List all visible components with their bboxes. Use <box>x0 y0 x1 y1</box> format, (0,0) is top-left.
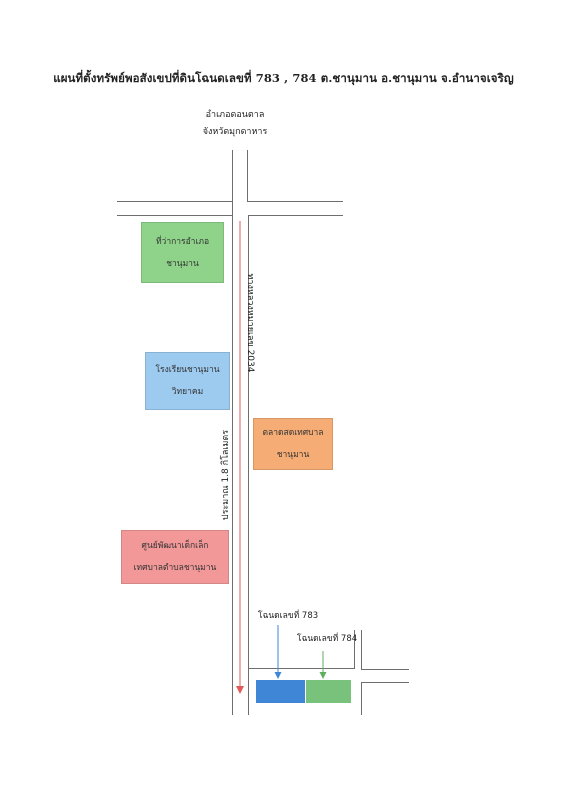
road-edge-side-bottom <box>361 682 409 683</box>
route-arrowhead <box>236 686 244 694</box>
land-plot-784 <box>306 680 351 703</box>
road-edge-cross-right-bottom <box>248 215 343 216</box>
road-edge-side-lower <box>361 682 362 715</box>
plot-784-label: โฉนดเลขที่ 784 <box>297 634 358 644</box>
road-edge-plot-left <box>248 668 249 715</box>
plot-784-arrowhead <box>319 672 327 679</box>
landmark-childcare-center: ศูนย์พัฒนาเด็กเล็ก เทศบาลตำบลชานุมาน <box>121 530 229 584</box>
plot-783-label: โฉนดเลขที่ 783 <box>258 611 319 621</box>
landmark-district-office-line2: ชานุมาน <box>166 258 199 269</box>
road-edge-side-left <box>354 630 355 669</box>
destination-label-district: อำเภอดอนตาล <box>205 110 265 120</box>
landmark-district-office-line1: ที่ว่าการอำเภอ <box>155 236 210 247</box>
landmark-district-office: ที่ว่าการอำเภอ ชานุมาน <box>141 222 224 283</box>
landmark-childcare-center-line2: เทศบาลตำบลชานุมาน <box>133 563 217 573</box>
plot-783-arrowhead <box>274 672 282 679</box>
road-edge-main-right-lower <box>248 215 249 668</box>
landmark-childcare-center-line1: ศูนย์พัฒนาเด็กเล็ก <box>141 541 209 551</box>
landmark-school-line1: โรงเรียนชานุมาน <box>155 365 220 375</box>
road-edge-cross-left-bottom <box>117 215 232 216</box>
road-edge-side-right <box>361 630 362 670</box>
land-plot-783 <box>256 680 305 703</box>
landmark-market-line2: ชานุมาน <box>276 450 310 460</box>
landmark-school-line2: วิทยาคม <box>171 387 204 397</box>
page-title: แผนที่ตั้งทรัพย์พอสังเขปที่ดินโฉนดเลขที่… <box>53 71 514 85</box>
road-edge-cross-left-top <box>117 201 232 202</box>
landmark-school: โรงเรียนชานุมาน วิทยาคม <box>145 352 230 410</box>
road-edge-cross-right-top <box>247 201 343 202</box>
road-edge-side-top <box>361 669 409 670</box>
road-edge-main-right-upper <box>247 150 248 201</box>
road-edge-plot-top <box>248 668 354 669</box>
destination-label-province: จังหวัดมุกดาหาร <box>202 127 268 137</box>
road-edge-main-left <box>232 150 233 715</box>
landmark-market-line1: ตลาดสดเทศบาล <box>262 428 324 438</box>
landmark-market: ตลาดสดเทศบาล ชานุมาน <box>253 418 333 470</box>
